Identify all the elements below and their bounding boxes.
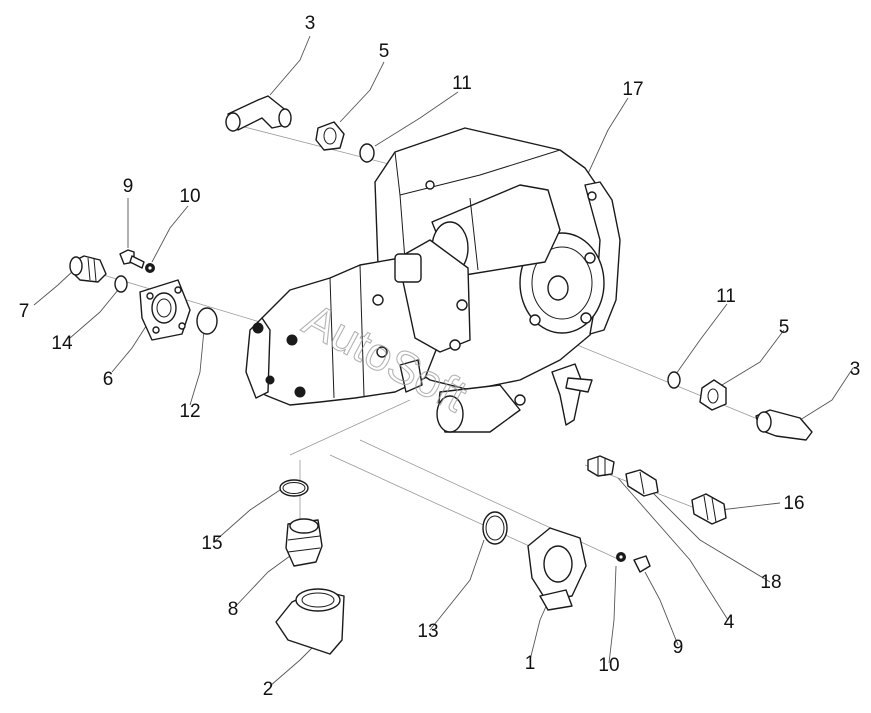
callout-9-bottom: 9 <box>673 637 684 658</box>
callout-11-right: 11 <box>716 286 736 307</box>
callout-5-right: 5 <box>779 317 790 338</box>
part-2-elbow <box>275 588 345 655</box>
callout-10-left: 10 <box>179 186 200 207</box>
callout-3-top: 3 <box>305 13 316 34</box>
pump-housing <box>245 127 621 433</box>
part-5-nut-right <box>699 379 727 411</box>
callout-12: 12 <box>179 401 200 422</box>
part-1-flange <box>527 527 587 611</box>
part-10-washer-left <box>145 263 155 273</box>
callout-5-top: 5 <box>379 41 390 62</box>
callout-3-right: 3 <box>850 359 861 380</box>
callout-4: 4 <box>724 612 735 633</box>
callout-13: 13 <box>417 621 438 642</box>
part-14-oring <box>114 275 128 293</box>
callout-labels: 3 5 11 17 9 10 7 14 6 12 11 5 3 16 18 4 … <box>19 13 861 700</box>
callout-15: 15 <box>201 533 222 554</box>
callout-18: 18 <box>760 572 781 593</box>
callout-2: 2 <box>263 679 274 700</box>
part-9-bolt-bottom <box>633 555 651 573</box>
part-9-bolt-left <box>119 249 145 269</box>
part-3-elbow-top <box>225 95 292 132</box>
callout-14: 14 <box>51 333 73 354</box>
part-10-washer-bottom <box>616 552 626 562</box>
callout-7: 7 <box>19 301 30 322</box>
part-3-elbow-right <box>755 409 813 441</box>
part-13-oring <box>482 511 508 545</box>
callout-10-bottom: 10 <box>598 655 619 676</box>
callout-9-left: 9 <box>123 176 134 197</box>
part-5-nut-top <box>315 121 345 151</box>
part-4-fitting <box>587 455 615 477</box>
part-16-fitting <box>691 493 727 525</box>
callout-17: 17 <box>622 79 643 100</box>
part-8-fitting <box>285 518 323 567</box>
callout-8: 8 <box>228 599 239 620</box>
part-11-oring-right <box>667 371 681 389</box>
part-12-oring <box>196 307 218 335</box>
part-6-flange <box>139 279 191 341</box>
part-7-fitting <box>69 255 107 283</box>
callout-16: 16 <box>783 493 804 514</box>
part-18-fitting <box>625 469 659 497</box>
callout-6: 6 <box>103 369 114 390</box>
callout-1: 1 <box>525 653 536 674</box>
part-11-oring-top <box>359 143 375 163</box>
callout-11-top: 11 <box>452 73 472 94</box>
part-15-oring <box>279 479 309 497</box>
